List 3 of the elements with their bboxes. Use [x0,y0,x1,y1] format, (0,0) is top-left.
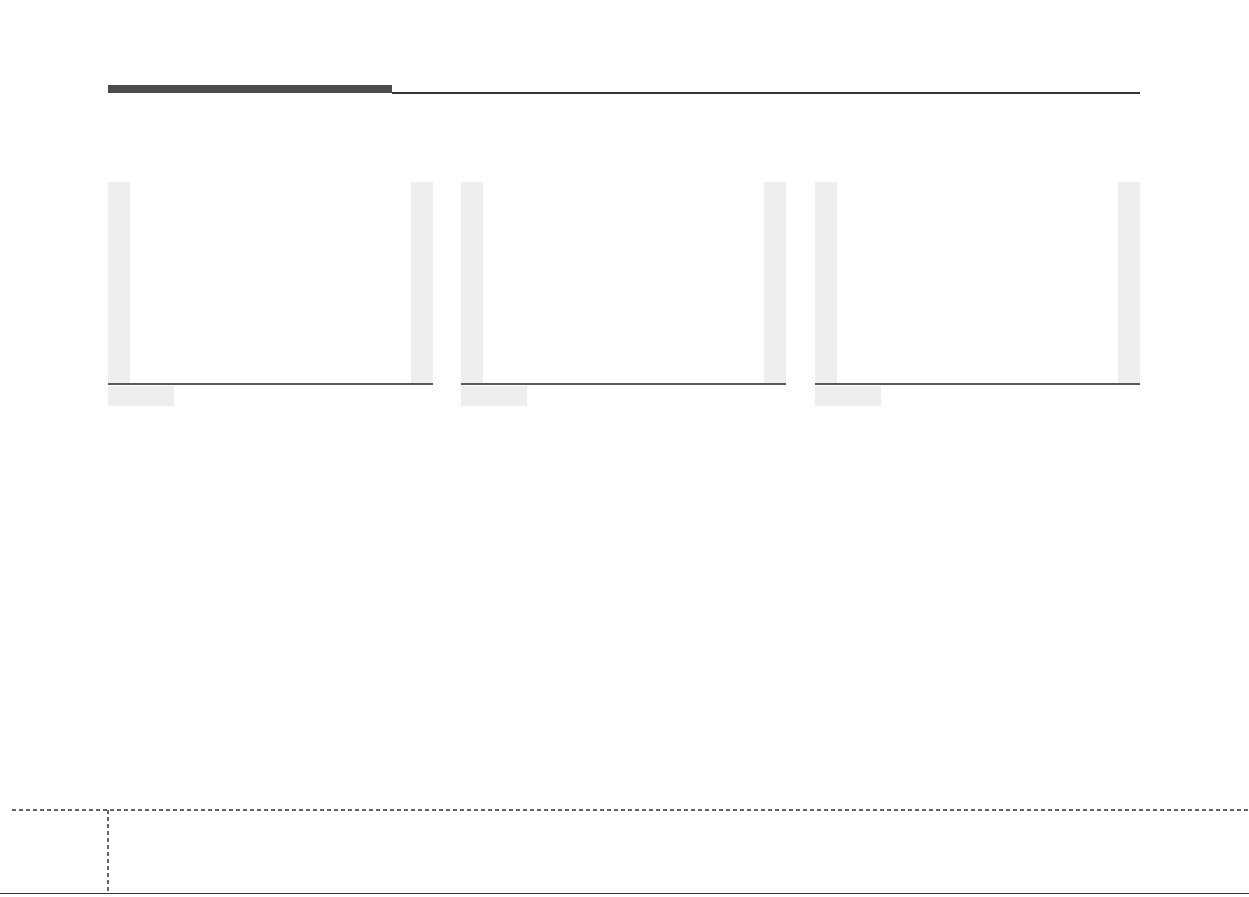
picture-frame [815,182,1140,406]
picture-frame [108,182,433,406]
picture-frame [461,182,786,406]
